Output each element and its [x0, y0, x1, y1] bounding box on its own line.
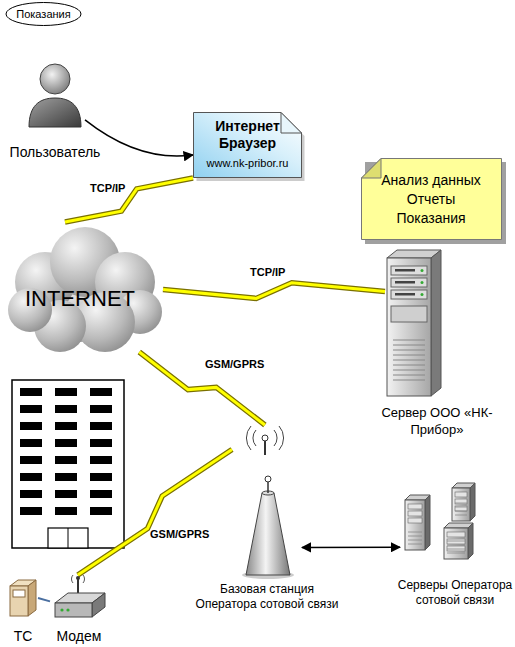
connector-arrow: [38, 598, 50, 601]
gsm-modem: Модем: [50, 575, 108, 623]
note-box: Анализ данных Отчеты Показания: [361, 158, 502, 240]
node-label: Интернет Браузер: [205, 118, 290, 152]
link-label: GSM/GPRS: [205, 358, 264, 370]
node-label: Модем: [44, 628, 114, 644]
user-icon-shape: [25, 60, 85, 128]
heat-meter-cabinet: ТС: [8, 578, 38, 618]
operator-servers-shape: [400, 480, 480, 560]
node-label: www.nk-pribor.ru: [193, 157, 302, 169]
link-label: TCP/IP: [250, 266, 285, 278]
server-tower: Сервер ООО «НК-Прибор»: [385, 248, 443, 398]
node-label: ТС: [8, 628, 38, 644]
server-tower-shape: [385, 248, 443, 398]
node-label: Сервер ООО «НК-Прибор»: [372, 404, 502, 438]
node-label: Пользователь: [0, 144, 110, 160]
lightning-link: [139, 352, 265, 425]
user-icon: Пользователь: [25, 60, 85, 128]
lightning-link: [163, 283, 385, 299]
node-label: Серверы Оператора сотовой связи: [389, 578, 515, 608]
lightning-link: [65, 178, 193, 222]
browser-document: Интернет Браузер www.nk-pribor.ru: [193, 112, 302, 178]
node-label: INTERNET: [5, 286, 155, 312]
operator-servers: Серверы Оператора сотовой связи: [400, 480, 480, 560]
internet-cloud: INTERNET: [5, 222, 163, 352]
connector-arrow: [85, 120, 193, 156]
heat-meter-cabinet-shape: [8, 578, 38, 618]
base-station: Базовая станция Оператора сотовой связи: [232, 425, 302, 578]
base-station-shape: [232, 425, 302, 578]
node-label: Анализ данных Отчеты Показания: [375, 171, 487, 228]
link-label: GSM/GPRS: [150, 528, 209, 540]
link-label: TCP/IP: [90, 182, 125, 194]
node-label: Показания: [5, 2, 82, 26]
node-label: Базовая станция Оператора сотовой связи: [191, 582, 343, 612]
lightning-link: [78, 450, 232, 576]
thought-bubble: Показания: [5, 2, 82, 26]
gsm-modem-shape: [50, 575, 108, 623]
connector-arrow: [302, 547, 400, 548]
